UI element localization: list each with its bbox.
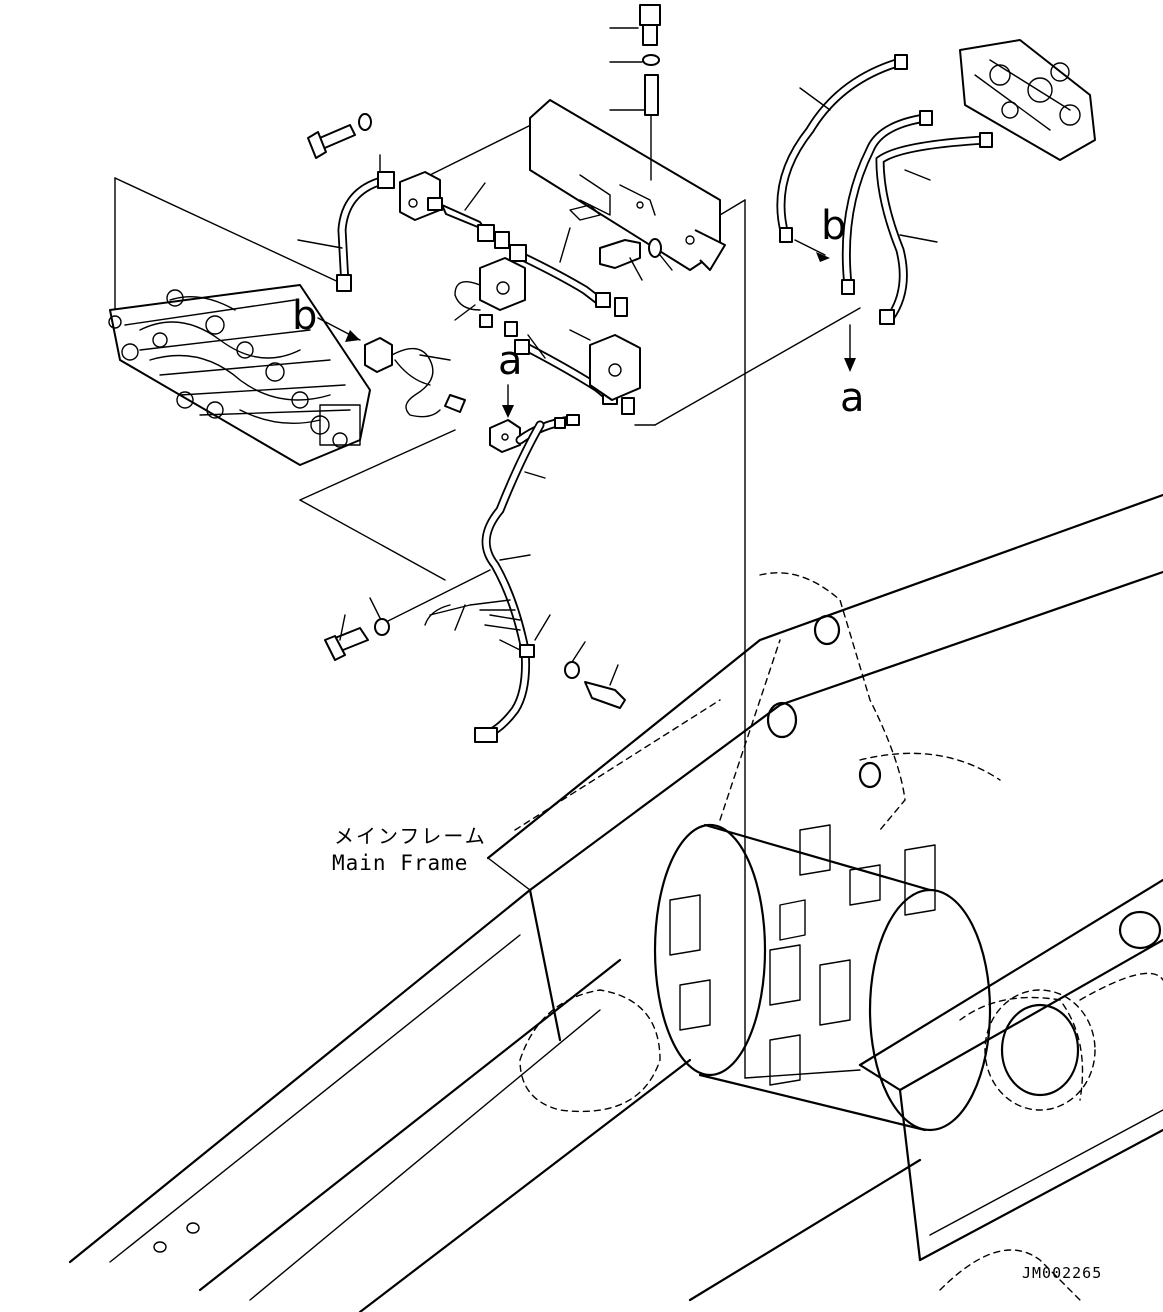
lower-valve-block xyxy=(569,297,641,415)
drawing-code: JM002265 xyxy=(1022,1264,1103,1282)
upper-bracket-plate xyxy=(529,99,726,271)
callout-b-left: b xyxy=(292,293,318,339)
main-frame-label-english: Main Frame xyxy=(332,851,469,875)
solenoid-valve xyxy=(454,257,526,337)
pressure-switch xyxy=(364,337,466,418)
bolt-mid-right xyxy=(599,238,662,269)
wiring-harness xyxy=(424,414,580,743)
callout-a-right: a xyxy=(840,375,865,421)
top-bolt-stack xyxy=(609,4,661,181)
hoses-right xyxy=(776,54,993,325)
hose-left xyxy=(336,171,395,292)
callout-a-center: a xyxy=(498,338,523,384)
callout-arrows xyxy=(317,239,856,418)
reference-lines xyxy=(114,117,1061,1079)
control-valve-assembly xyxy=(108,284,371,466)
hose-middle xyxy=(509,244,611,308)
main-frame-label-japanese: メインフレーム xyxy=(334,824,487,848)
harness-bolts xyxy=(324,618,626,709)
right-valve-unit xyxy=(959,39,1096,161)
bolt-upper-left xyxy=(307,113,372,159)
tee-block xyxy=(399,171,510,249)
callout-b-right: b xyxy=(821,203,847,249)
leader-lines xyxy=(297,87,938,686)
main-frame xyxy=(68,493,1163,1312)
connector-block xyxy=(489,419,521,453)
